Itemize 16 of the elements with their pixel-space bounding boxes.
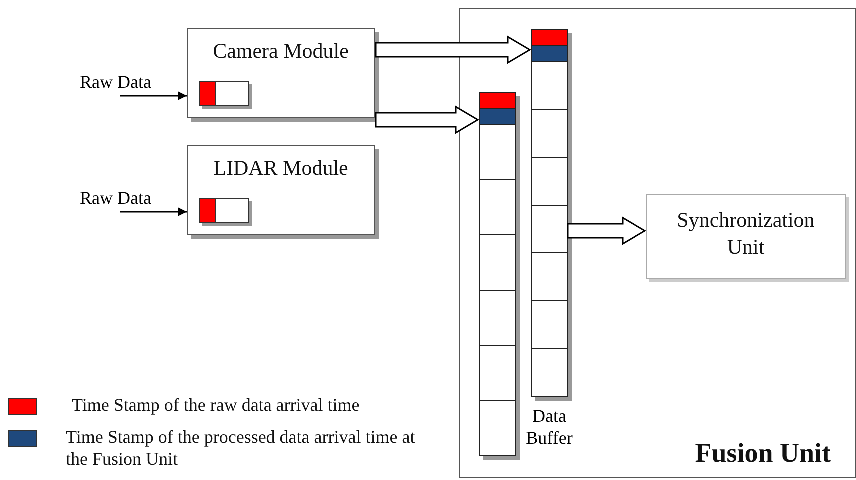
unit-box: [646, 194, 846, 279]
arrow: [120, 92, 187, 100]
node-label: Camera Module: [212, 39, 350, 64]
input-label: Raw Data: [80, 72, 175, 96]
node-label: LIDAR Module: [212, 156, 350, 181]
block-arrow: [375, 106, 480, 134]
legend-text: Time Stamp of the raw data arrival time: [72, 394, 361, 416]
legend-text: Time Stamp of the processed data arrival time at the Fusion Unit: [66, 426, 416, 470]
block-arrow: [375, 36, 532, 64]
node-label: Synchronization Unit: [676, 207, 816, 261]
input-label: Raw Data: [80, 188, 175, 212]
block-arrow: [567, 216, 646, 246]
arrow: [120, 208, 187, 216]
group-title: Fusion Unit: [695, 438, 831, 469]
node-caption: Data Buffer: [525, 405, 574, 449]
fusion-unit-frame: [459, 8, 856, 478]
